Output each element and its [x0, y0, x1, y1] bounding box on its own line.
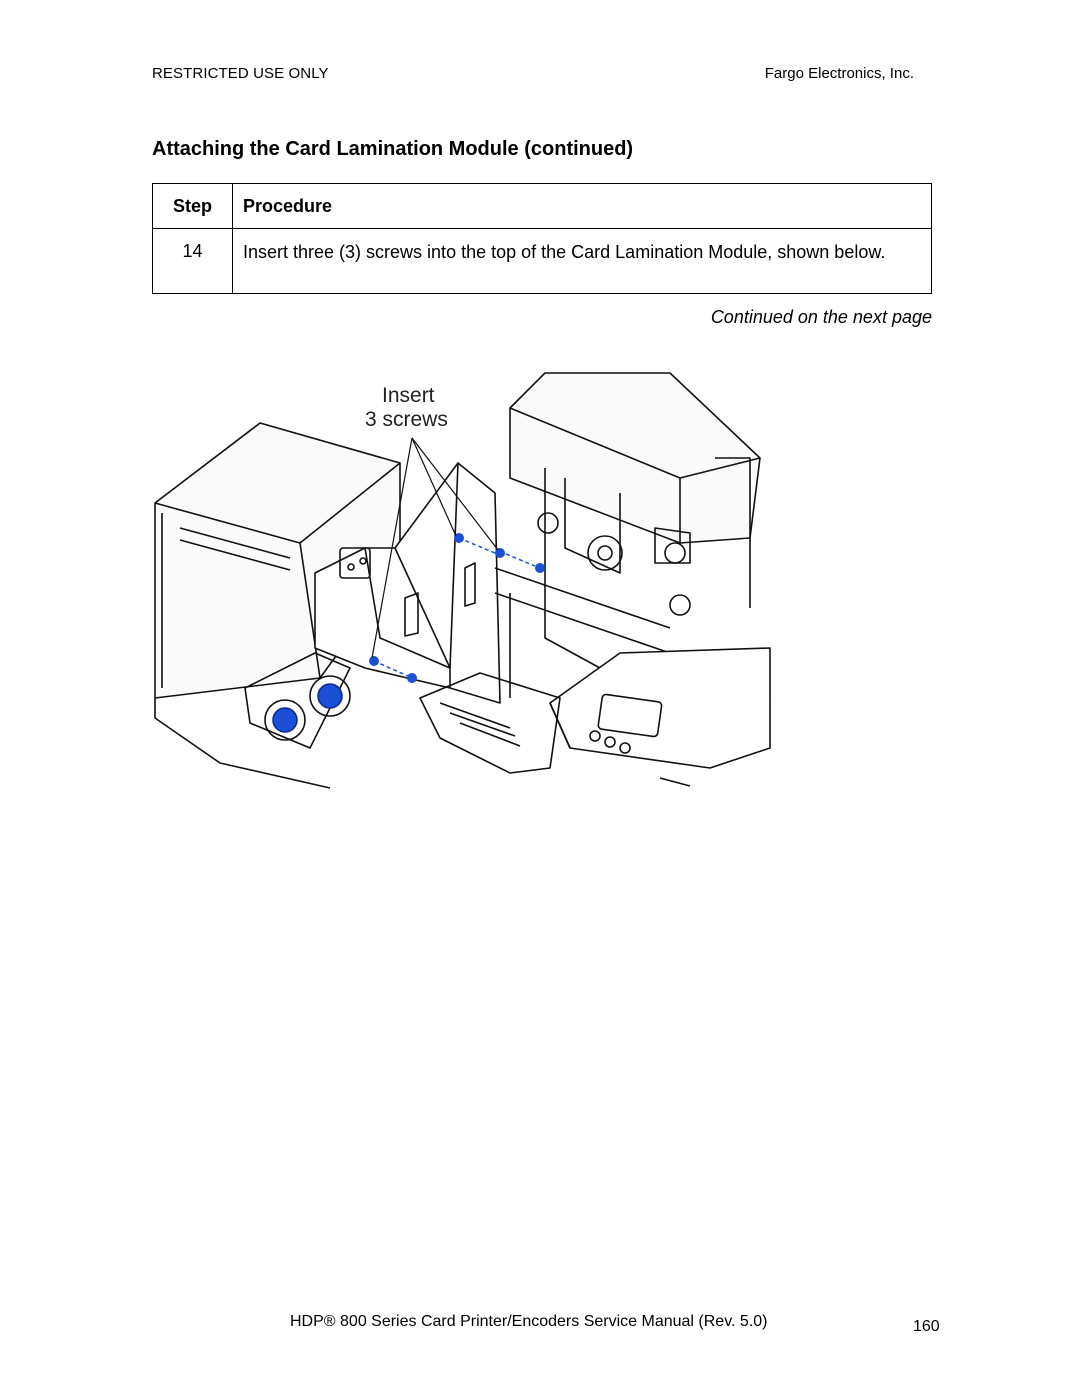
footer-page-number: 160: [913, 1318, 940, 1335]
footer-manual-title: HDP® 800 Series Card Printer/Encoders Se…: [290, 1313, 768, 1330]
column-header-procedure: Procedure: [232, 183, 932, 229]
procedure-table: Step Procedure 14 Insert three (3) screw…: [152, 183, 932, 294]
header-company-name: Fargo Electronics, Inc.: [764, 65, 914, 82]
lamination-module-illustration: Insert 3 screws: [154, 372, 771, 789]
procedure-text: Insert three (3) screws into the top of …: [232, 228, 932, 294]
header-restricted-label: RESTRICTED USE ONLY: [152, 65, 329, 82]
column-header-step: Step: [152, 183, 233, 229]
table-header-row: Step Procedure: [152, 183, 932, 229]
continued-note: Continued on the next page: [710, 307, 932, 327]
section-title: Attaching the Card Lamination Module (co…: [152, 138, 634, 160]
callout-insert: Insert: [382, 384, 435, 407]
callout-leader-lines: [371, 437, 499, 659]
table-row: 14 Insert three (3) screws into the top …: [152, 228, 932, 294]
callout-screws: 3 screws: [365, 408, 448, 431]
step-number: 14: [152, 228, 233, 294]
